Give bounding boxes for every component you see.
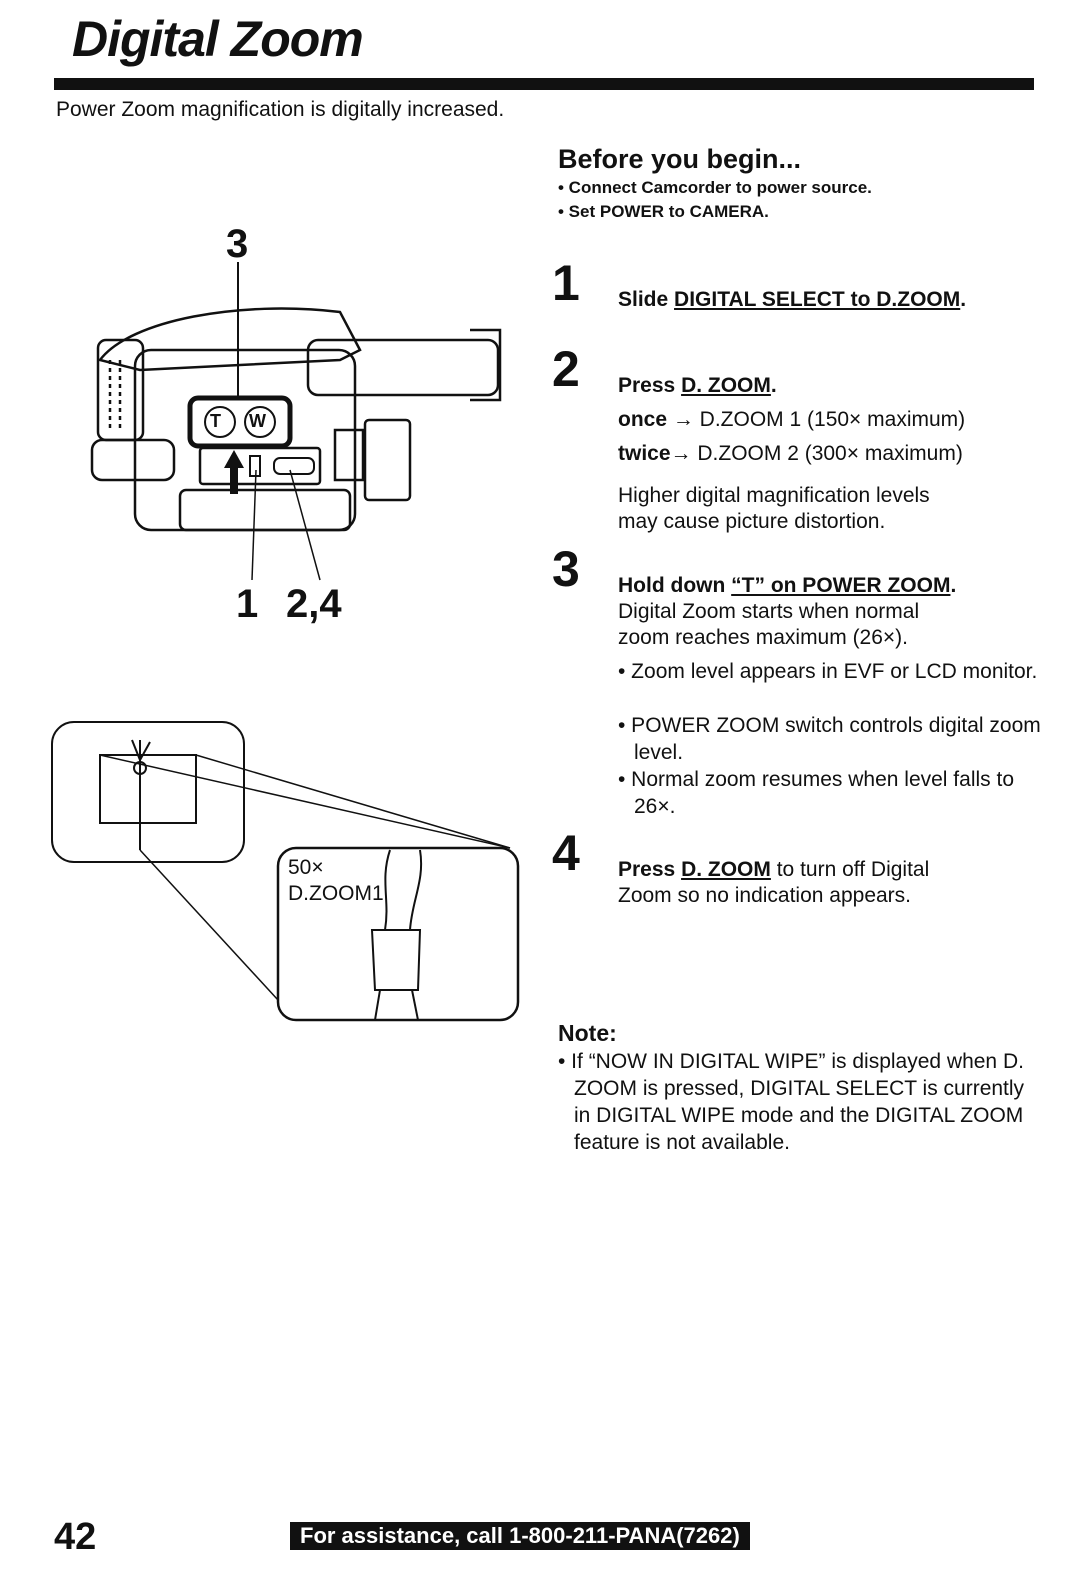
step-4-suffix: to turn off Digital xyxy=(770,858,930,881)
prereq-item: • Set POWER to CAMERA. xyxy=(558,202,769,221)
step-1-emphasis: DIGITAL SELECT to D.ZOOM xyxy=(674,288,961,311)
overlay-zoom-level: 50× xyxy=(288,856,324,879)
step-3-bullet: • Normal zoom resumes when level falls t… xyxy=(618,768,1014,818)
step-4-emphasis: D. ZOOM xyxy=(681,858,771,881)
player-small xyxy=(131,739,151,850)
overlay-zoom-mode: D.ZOOM1 xyxy=(288,882,384,905)
step-4-line2: Zoom so no indication appears. xyxy=(618,884,912,907)
step-3-line2: zoom reaches maximum (26×). xyxy=(618,626,909,649)
step-1-suffix: . xyxy=(960,288,967,311)
twice-label: twice xyxy=(618,442,671,465)
note-text: • If “NOW IN DIGITAL WIPE” is displayed … xyxy=(558,1050,1025,1154)
step-3-text: Hold down “T” on POWER ZOOM. xyxy=(618,572,956,599)
step-3-line1: Digital Zoom starts when normal xyxy=(618,600,920,623)
page-title: Digital Zoom xyxy=(72,11,364,67)
player-large xyxy=(370,849,423,1021)
button-w-label: W xyxy=(249,411,266,431)
step-3-bullet: • POWER ZOOM switch controls digital zoo… xyxy=(618,714,1041,764)
step-4-number: 4 xyxy=(552,825,580,881)
step-2-prefix: Press xyxy=(618,374,682,397)
illustration: 3 1 2,4 T W 50× D.ZOOM1 xyxy=(40,0,520,1100)
callout-2-4: 2,4 xyxy=(286,582,342,626)
step-3-suffix: . xyxy=(950,574,957,597)
step-2-emphasis: D. ZOOM xyxy=(681,374,771,397)
step-2-twice: twice→ D.ZOOM 2 (300× maximum) xyxy=(618,440,963,467)
step-3-prefix: Hold down xyxy=(618,574,732,597)
step-2-number: 2 xyxy=(552,341,580,397)
note-heading: Note: xyxy=(558,1020,617,1046)
title-rule xyxy=(54,78,1034,90)
step-2-once: once → D.ZOOM 1 (150× maximum) xyxy=(618,406,965,433)
callout-1: 1 xyxy=(236,582,259,626)
callout-3: 3 xyxy=(226,222,249,266)
step-2-note-line2: may cause picture distortion. xyxy=(618,510,886,533)
step-2-note-line1: Higher digital magnification levels xyxy=(618,484,930,507)
button-t-label: T xyxy=(210,411,221,431)
step-3-emphasis: “T” on POWER ZOOM xyxy=(731,574,951,597)
once-text: → D.ZOOM 1 (150× maximum) xyxy=(667,408,966,431)
before-you-begin-heading: Before you begin... xyxy=(558,144,802,174)
step-4-text: Press D. ZOOM to turn off Digital xyxy=(618,856,929,883)
twice-text: → D.ZOOM 2 (300× maximum) xyxy=(670,442,963,465)
once-label: once xyxy=(618,408,668,431)
step-2-text: Press D. ZOOM. xyxy=(618,372,777,399)
assistance-banner: For assistance, call 1-800-211-PANA(7262… xyxy=(290,1522,750,1550)
step-1-text: Slide DIGITAL SELECT to D.ZOOM. xyxy=(618,286,966,313)
page-number: 42 xyxy=(54,1516,97,1558)
step-1-prefix: Slide xyxy=(618,288,675,311)
step-3-number: 3 xyxy=(552,541,580,597)
step-3-bullet: • Zoom level appears in EVF or LCD monit… xyxy=(618,660,1038,683)
step-2-suffix: . xyxy=(770,374,777,397)
step-1-number: 1 xyxy=(552,255,580,311)
step-4-prefix: Press xyxy=(618,858,682,881)
prereq-item: • Connect Camcorder to power source. xyxy=(558,178,872,197)
intro-text: Power Zoom magnification is digitally in… xyxy=(56,98,505,121)
camcorder-body xyxy=(90,307,502,532)
camcorder-illustration xyxy=(51,262,520,1022)
